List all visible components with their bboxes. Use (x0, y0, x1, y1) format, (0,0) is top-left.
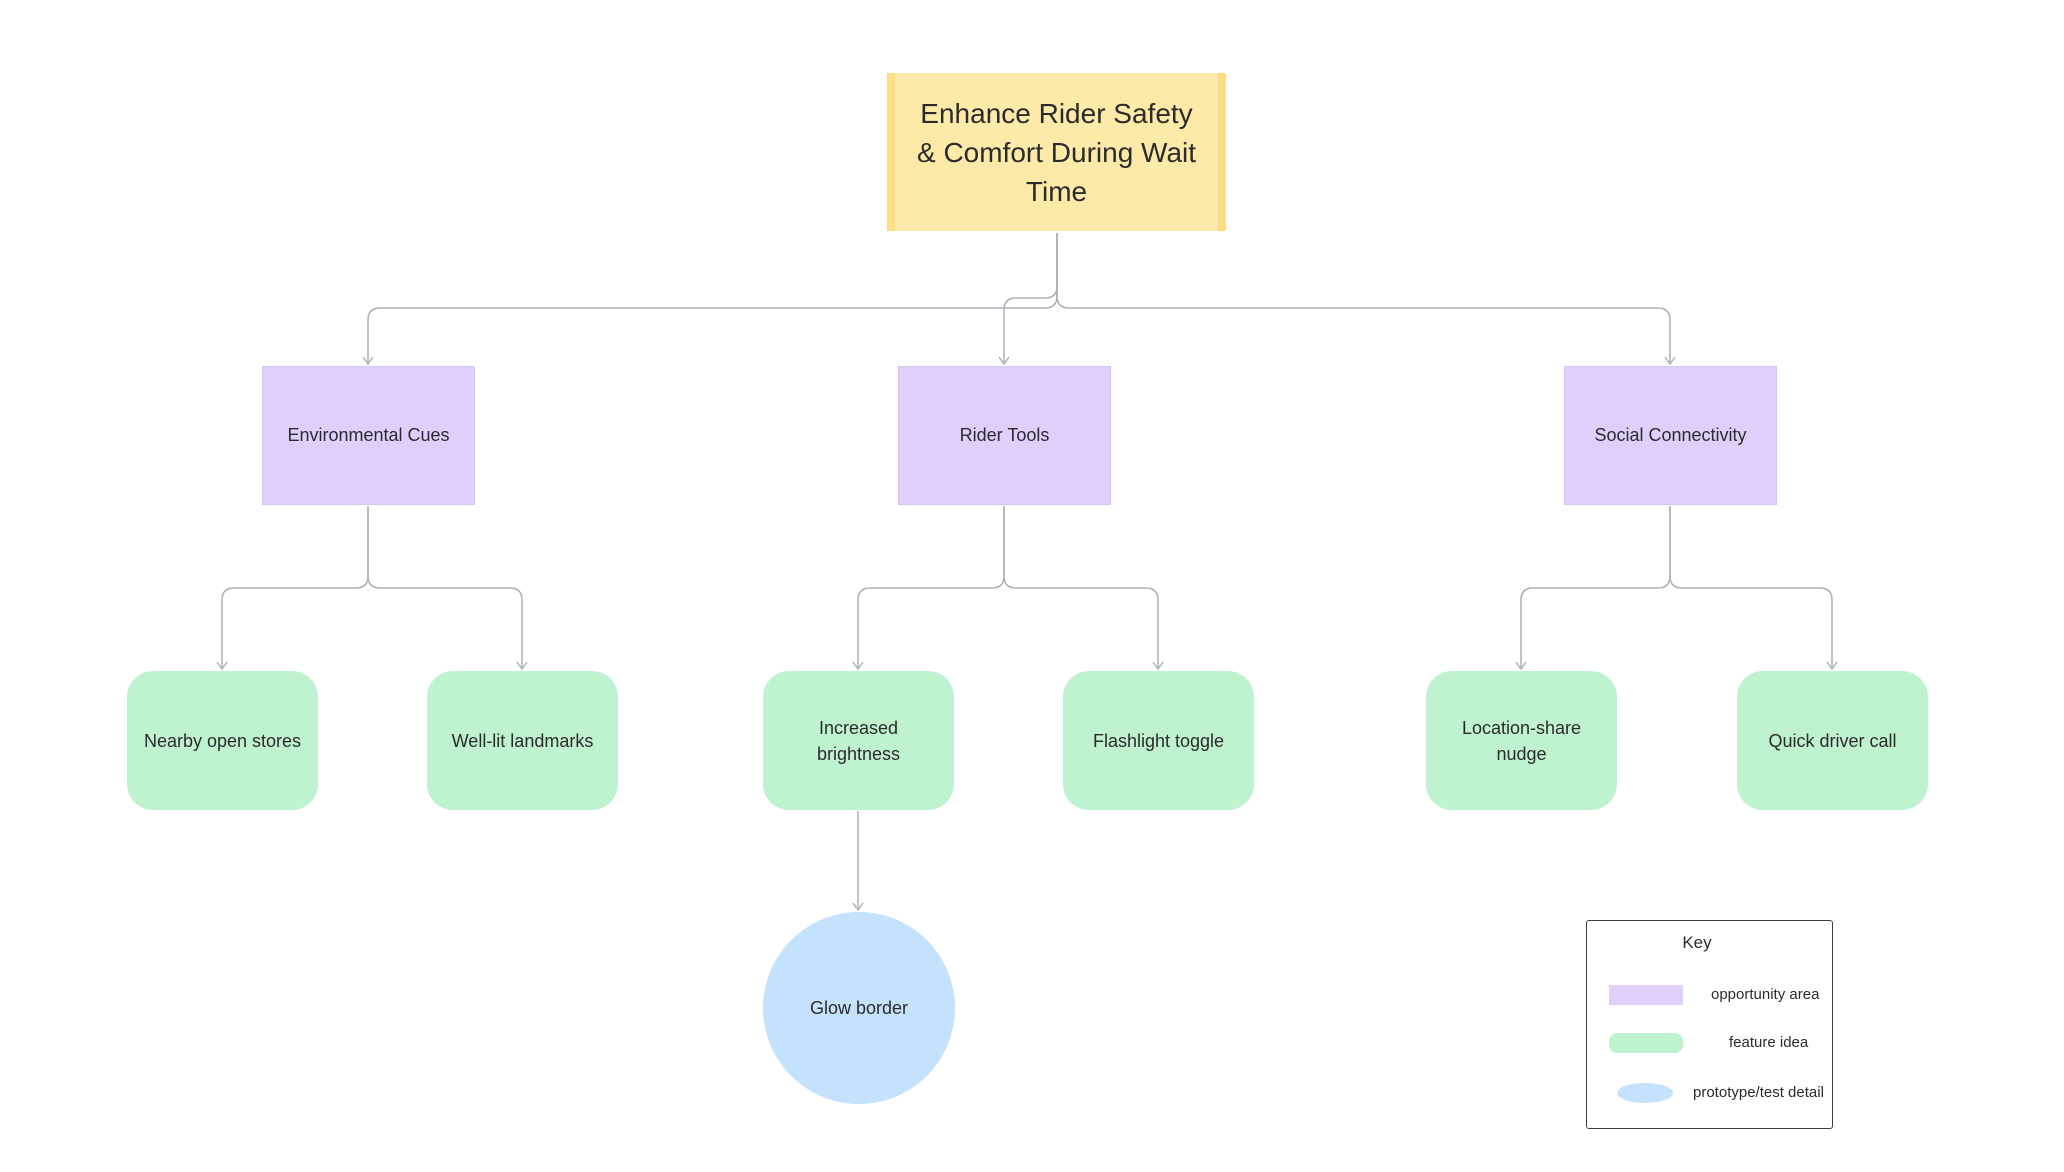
arrowhead (1152, 661, 1164, 671)
feature-quick-driver-call[interactable]: Quick driver call (1737, 671, 1928, 810)
feature-increased-brightness[interactable]: Increased brightness (763, 671, 954, 810)
arrowhead (1664, 356, 1676, 366)
opportunity-label: Environmental Cues (287, 425, 450, 445)
legend-item-opportunity: opportunity area (1587, 983, 1834, 1007)
arrowhead (998, 356, 1010, 366)
feature-flashlight-toggle[interactable]: Flashlight toggle (1063, 671, 1254, 810)
feature-label: Increased brightness (816, 717, 901, 764)
feature-nearby-open-stores[interactable]: Nearby open stores (127, 671, 318, 810)
arrowhead (852, 661, 864, 671)
connector-env-stores (221, 506, 369, 667)
connector-tools-flashlight (1003, 506, 1159, 667)
legend-label: prototype/test detail (1693, 1084, 1824, 1101)
feature-location-share-nudge[interactable]: Location-share nudge (1426, 671, 1617, 810)
legend-item-feature: feature idea (1587, 1031, 1834, 1055)
connector-goal-environmental (367, 233, 1058, 362)
feature-label: Well-lit landmarks (451, 730, 594, 751)
prototype-glow-border[interactable]: Glow border (763, 912, 955, 1104)
legend-key: Key opportunity area feature idea protot… (1586, 920, 1833, 1129)
arrowhead (852, 902, 864, 912)
prototype-label: Glow border (809, 997, 909, 1018)
legend-item-prototype: prototype/test detail (1587, 1081, 1834, 1105)
opportunity-rider-tools[interactable]: Rider Tools (898, 366, 1111, 505)
feature-label: Nearby open stores (143, 730, 302, 751)
opportunity-environmental-cues[interactable]: Environmental Cues (262, 366, 475, 505)
connector-env-landmarks (367, 506, 523, 667)
feature-well-lit-landmarks[interactable]: Well-lit landmarks (427, 671, 618, 810)
opportunity-label: Social Connectivity (1594, 425, 1747, 445)
connector-tools-brightness (857, 506, 1005, 667)
legend-label: feature idea (1729, 1034, 1809, 1051)
legend-title: Key (1682, 933, 1712, 952)
legend-swatch-opportunity (1609, 985, 1683, 1005)
connector-social-call (1669, 506, 1833, 667)
arrowhead (516, 661, 528, 671)
legend-swatch-prototype (1617, 1083, 1673, 1103)
feature-label: Location-share nudge (1461, 717, 1582, 764)
goal-label: Enhance Rider Safety & Comfort During Wa… (916, 97, 1197, 207)
legend-swatch-feature (1609, 1033, 1683, 1053)
legend-label: opportunity area (1711, 986, 1820, 1003)
arrowhead (362, 356, 374, 366)
connector-goal-rider-tools (1003, 233, 1058, 362)
connector-goal-social (1056, 233, 1671, 362)
opportunity-social-connectivity[interactable]: Social Connectivity (1564, 366, 1777, 505)
opportunity-label: Rider Tools (959, 425, 1050, 445)
arrowhead (216, 661, 228, 671)
connector-social-location (1520, 506, 1671, 667)
arrowhead (1515, 661, 1527, 671)
feature-label: Flashlight toggle (1092, 730, 1225, 751)
feature-label: Quick driver call (1768, 730, 1897, 751)
arrowhead (1826, 661, 1838, 671)
goal-node[interactable]: Enhance Rider Safety & Comfort During Wa… (887, 73, 1226, 231)
